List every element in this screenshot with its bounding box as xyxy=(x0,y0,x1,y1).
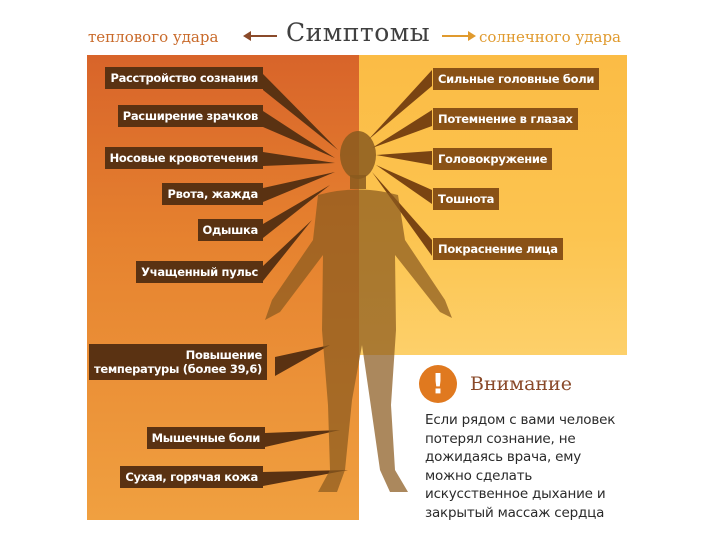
heat-stroke-symptom-3: Носовые кровотечения xyxy=(104,147,263,169)
warning-line: искусственное дыхание и xyxy=(425,486,606,502)
warning-panel xyxy=(359,355,627,520)
sunstroke-symptom-5: Покраснение лица xyxy=(433,238,563,260)
warning-line: потерял сознание, не xyxy=(425,430,576,447)
arrow-left-icon xyxy=(243,31,277,41)
warning-title: Внимание xyxy=(470,373,572,395)
heat-stroke-symptom-4: Рвота, жажда xyxy=(162,183,263,205)
heat-stroke-symptom-6: Учащенный пульс xyxy=(136,261,263,283)
sunstroke-caption: солнечного удара xyxy=(479,28,621,46)
sunstroke-symptom-3: Головокружение xyxy=(433,148,553,170)
heat-stroke-symptom-2: Расширение зрачков xyxy=(117,105,263,127)
sunstroke-rays xyxy=(368,70,432,256)
header: теплового удара Симптомы солнечного удар… xyxy=(0,0,720,55)
sunstroke-symptom-2: Потемнение в глазах xyxy=(433,108,578,130)
warning-line: можно сделать xyxy=(425,467,533,484)
exclamation-icon: ! xyxy=(419,365,457,403)
heat-stroke-rays xyxy=(263,74,348,486)
page-title: Симптомы xyxy=(286,18,431,47)
heat-stroke-symptom-5: Одышка xyxy=(197,219,263,241)
symptom-line: Повышение xyxy=(185,348,263,362)
sunstroke-symptom-4: Тошнота xyxy=(433,188,500,210)
heat-stroke-symptom-8: Мышечные боли xyxy=(146,427,265,449)
sunstroke-symptom-1: Сильные головные боли xyxy=(433,68,600,90)
heat-stroke-caption: теплового удара xyxy=(88,28,219,46)
heat-stroke-symptom-9: Сухая, горячая кожа xyxy=(120,466,263,488)
symptom-line: температуры (более 39,6) xyxy=(93,362,262,376)
warning-text: Если рядом с вами человек потерял сознани… xyxy=(425,411,625,522)
warning-line: Если рядом с вами человек xyxy=(425,412,616,428)
warning-line: закрытый массаж сердца xyxy=(425,504,605,521)
human-silhouette xyxy=(265,131,452,492)
heat-stroke-symptom-1: Расстройство сознания xyxy=(105,67,263,89)
warning-line: дожидаясь врача, ему xyxy=(425,449,582,465)
arrow-right-icon xyxy=(442,31,476,41)
